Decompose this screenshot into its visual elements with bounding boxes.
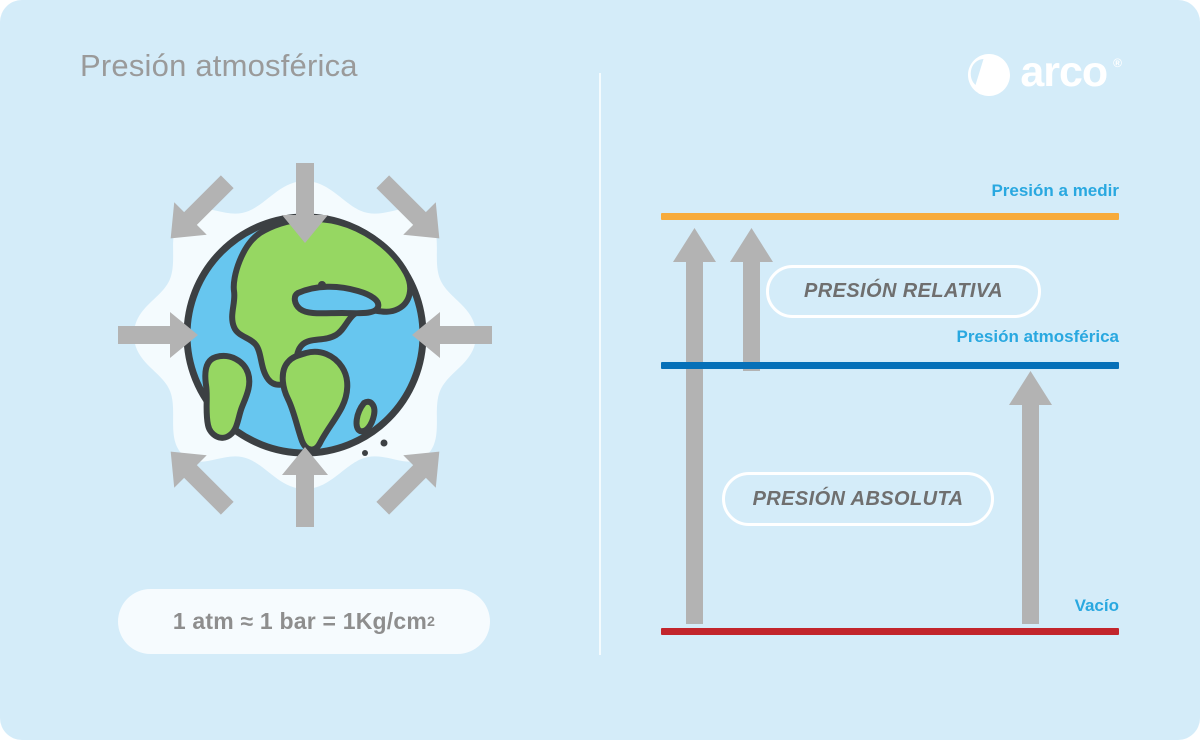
vertical-divider [599,73,601,655]
badge-presion-absoluta: PRESIÓN ABSOLUTA [722,472,994,526]
line-pressure-to-measure [661,213,1119,220]
formula-text: 1 atm ≈ 1 bar = 1Kg/cm [172,608,427,634]
arco-swoosh-icon [968,54,1011,96]
formula-superscript: 2 [427,613,436,630]
page-title: Presión atmosférica [80,48,358,83]
line-atmospheric-pressure [661,362,1119,369]
arrow-absolute-left [673,228,716,624]
brand-logo: arco ® [966,48,1122,98]
arrow-relative [730,228,773,371]
registered-trademark-symbol: ® [1113,56,1122,70]
label-pressure-to-measure: Presión a medir [991,181,1119,200]
badge-presion-relativa: PRESIÓN RELATIVA [766,265,1041,318]
label-vacuum: Vacío [1074,596,1119,615]
line-vacuum [661,628,1119,635]
earth-globe-with-inward-pressure-arrows-icon [118,163,492,527]
brand-wordmark: arco [1020,48,1108,96]
label-atmospheric-pressure: Presión atmosférica [956,327,1119,346]
arrow-absolute-right [1009,371,1052,624]
